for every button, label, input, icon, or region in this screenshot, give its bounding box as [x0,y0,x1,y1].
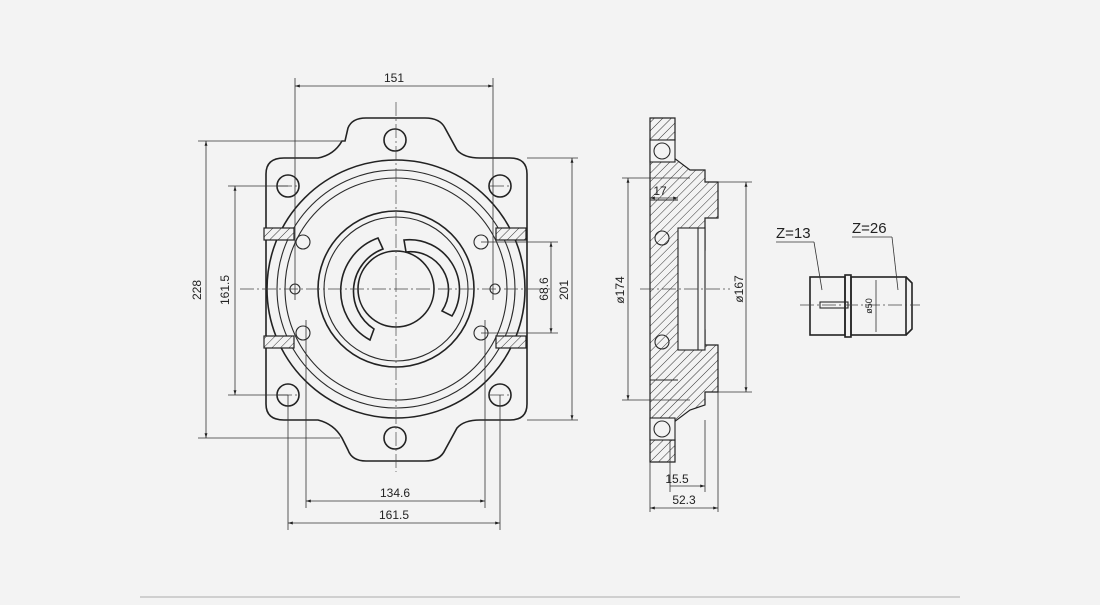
shaft-right-section [850,276,907,336]
dim-flange-thk: 15.5 [665,472,689,486]
dim-dia-left: ø174 [613,276,627,304]
thread-hole-1 [295,234,311,250]
mount-hole-top [383,128,407,152]
shaft-left-section [809,276,846,336]
mount-hole-bottom [383,426,407,450]
dim-height-outer: 228 [190,280,204,300]
thread-hole-3 [295,325,311,341]
kidney-port-right [403,238,461,318]
thread-ports [263,227,527,349]
flange-outline [265,117,528,462]
dim-center-dist: 68.6 [537,277,551,301]
front-view: 151 228 161.5 68.6 201 134.6 161.5 [190,71,578,530]
side-port-top [654,230,670,246]
dim-height-right: 201 [557,280,571,300]
gear-label-z26: Z=26 [852,220,887,237]
dim-small-dia: ø50 [864,298,874,314]
dim-top-width: 151 [384,71,404,85]
gear-label-z13: Z=13 [776,225,811,242]
side-port-bottom [654,334,670,350]
kidney-port-left [339,236,385,342]
dim-step: 17 [653,184,667,198]
dim-bottom-inner: 134.6 [380,486,410,500]
dim-total-len: 52.3 [672,493,696,507]
dim-dia-right: ø167 [732,275,746,303]
dim-bottom-outer: 161.5 [379,508,409,522]
shaft-view: ø50 Z=13 Z=26 [776,220,920,338]
dim-height-inner: 161.5 [218,275,232,305]
mount-hole-top-right [488,174,512,198]
side-view: ø174 ø167 17 15.5 52.3 [613,117,752,512]
